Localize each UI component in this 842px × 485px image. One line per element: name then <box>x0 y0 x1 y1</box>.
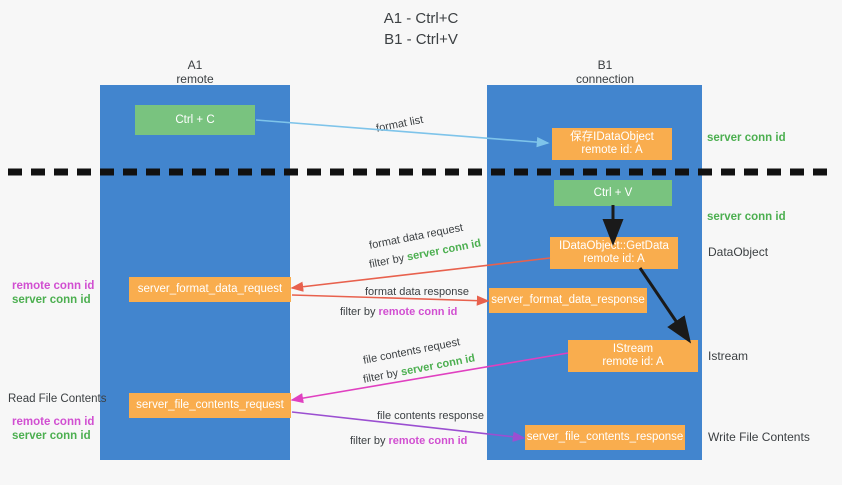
node-ctrl-c[interactable]: Ctrl + C <box>135 105 255 135</box>
caption-remote-conn-id-1: remote conn id <box>12 280 95 292</box>
caption-remote-conn-id-2: remote conn id <box>12 416 95 428</box>
node-server-file-contents-response[interactable]: server_file_contents_response <box>525 425 685 450</box>
title-line-2: B1 - Ctrl+V <box>384 31 458 48</box>
caption-read-file-contents: Read File Contents <box>8 393 107 405</box>
column-header-b1: B1 connection <box>525 58 685 86</box>
caption-server-conn-id-1: server conn id <box>707 132 786 144</box>
edge-label-format-data-response-filter: filter by remote conn id <box>340 305 457 319</box>
node-server-format-data-response-label: server_format_data_response <box>491 294 645 306</box>
column-b1-sub: connection <box>575 72 635 86</box>
edge-label-file-contents-response-filter: filter by remote conn id <box>350 434 467 448</box>
node-idataobject-getdata-label: IDataObject::GetData <box>559 240 669 252</box>
filter-prefix-2: filter by <box>340 306 379 318</box>
edge-label-file-contents-response: file contents response <box>377 410 485 422</box>
caption-write-file-contents: Write File Contents <box>708 430 810 444</box>
edge-label-format-data-response: format data response <box>365 286 469 298</box>
filter-value-remote-conn-id-1: remote conn id <box>378 306 458 318</box>
node-save-idataobject[interactable]: 保存IDataObject remote id: A <box>552 128 672 160</box>
title-line-1: A1 - Ctrl+C <box>383 10 459 27</box>
filter-value-remote-conn-id-2: remote conn id <box>388 435 468 447</box>
node-idataobject-getdata-remote-id: remote id: A <box>583 253 645 265</box>
node-ctrl-v-label: Ctrl + V <box>593 186 633 199</box>
column-a1-name: A1 <box>187 58 203 72</box>
node-server-format-data-request-label: server_format_data_request <box>137 283 283 295</box>
diagram-title: A1 - Ctrl+C B1 - Ctrl+V <box>0 8 842 50</box>
node-save-idataobject-label: 保存IDataObject <box>570 131 654 143</box>
node-istream-label: IStream <box>612 343 654 355</box>
caption-istream: Istream <box>708 349 749 363</box>
node-istream[interactable]: IStream remote id: A <box>568 340 698 372</box>
column-b1-name: B1 <box>597 58 613 72</box>
node-ctrl-v[interactable]: Ctrl + V <box>554 180 672 206</box>
node-server-file-contents-request[interactable]: server_file_contents_request <box>129 393 291 418</box>
caption-server-conn-id-left-2: server conn id <box>12 430 91 442</box>
caption-dataobject: DataObject <box>708 245 769 259</box>
node-ctrl-c-label: Ctrl + C <box>175 113 215 126</box>
caption-server-conn-id-left-1: server conn id <box>12 294 91 306</box>
column-a1-sub: remote <box>176 72 214 86</box>
node-server-format-data-request[interactable]: server_format_data_request <box>129 277 291 302</box>
filter-prefix-4: filter by <box>350 435 389 447</box>
node-server-file-contents-response-label: server_file_contents_response <box>526 431 684 443</box>
column-header-a1: A1 remote <box>115 58 275 86</box>
node-server-format-data-response[interactable]: server_format_data_response <box>489 288 647 313</box>
node-save-idataobject-remote-id: remote id: A <box>581 144 643 156</box>
node-server-file-contents-request-label: server_file_contents_request <box>136 399 284 411</box>
node-istream-remote-id: remote id: A <box>602 356 664 368</box>
caption-server-conn-id-2: server conn id <box>707 211 786 223</box>
